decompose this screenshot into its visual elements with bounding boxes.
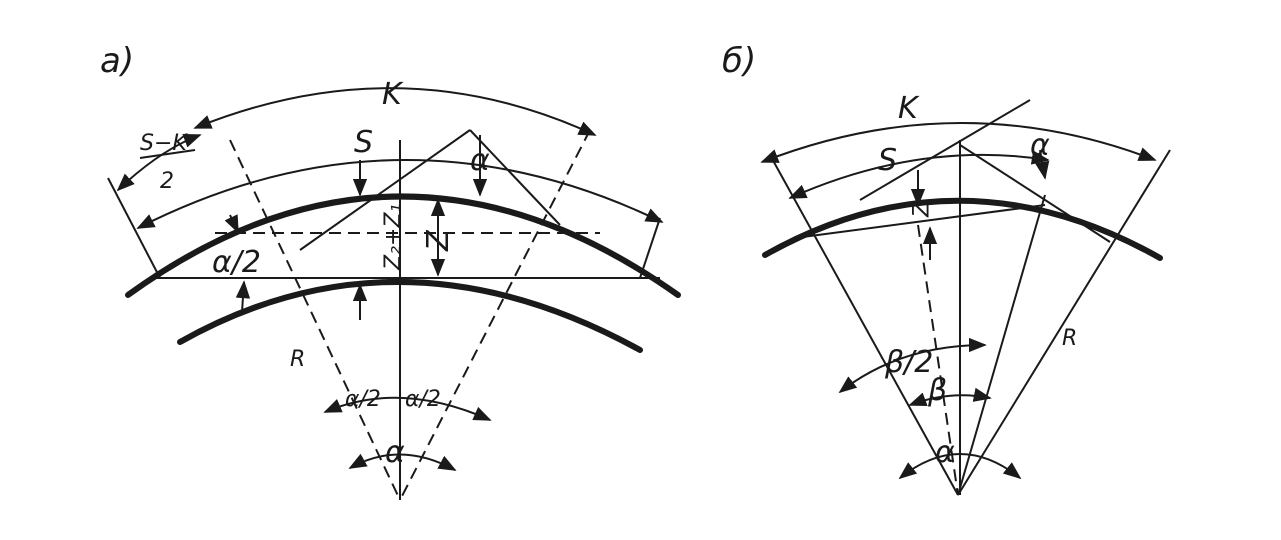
angle-arc-half-a: [323, 396, 492, 421]
angle-arc-beta-b: [908, 387, 992, 407]
radius-left-b: [769, 154, 959, 496]
dim-arc-K-b: [760, 122, 1157, 163]
dim-arc-S-b: [788, 150, 1050, 199]
label-S-a: S: [354, 125, 373, 160]
label-K-b: K: [898, 91, 920, 126]
label-beta-b: β: [927, 373, 947, 408]
label-R-b: R: [1062, 326, 1077, 351]
label-two-a: 2: [160, 169, 174, 194]
label-alpha-half-bl-a: α/2: [345, 387, 381, 412]
chord-line-b: [794, 204, 1046, 239]
radius-left-a: [229, 139, 401, 501]
dim-arc-K-a: [193, 87, 597, 136]
label-alpha-bottom-a: α: [385, 435, 405, 470]
label-alpha-top-b: α: [1030, 128, 1050, 163]
radius-right-b: [957, 149, 1171, 496]
label-alpha-a: α: [470, 143, 490, 178]
label-alpha-bottom-b: α: [935, 435, 955, 470]
label-R-a: R: [290, 347, 305, 372]
angle-arc-alpha-a: [348, 453, 457, 471]
angle-arc-beta-half-b: [838, 337, 987, 394]
fraction-bar-a: [139, 149, 196, 159]
ext-line-left-a: [107, 177, 161, 279]
outer-rail-curve-a: [125, 193, 681, 298]
panel-b-caption: б): [722, 41, 756, 81]
label-K-a: K: [382, 77, 404, 112]
radius-mid-b: [957, 194, 1046, 496]
inner-rail-curve-a: [177, 278, 643, 353]
panel-b: б) K S α Z R β/2 β α: [722, 41, 1171, 496]
label-Z-b: Z: [906, 201, 931, 218]
label-beta-half-b: β/2: [884, 345, 933, 380]
dim-arc-S-a: [136, 159, 664, 229]
ext-line-right-a: [639, 217, 661, 279]
alpha-arrow-b: [1035, 149, 1050, 180]
label-alpha-half-left-a: α/2: [212, 245, 261, 280]
label-zsum-a: Z₂+Z₁: [381, 204, 406, 271]
alpha-half-arrow-a-2: [235, 280, 251, 313]
radius-right-a: [399, 129, 591, 501]
alpha-half-arrow-a: [224, 214, 239, 234]
tangent-line-a: [299, 129, 471, 251]
panel-a-caption: a): [100, 41, 134, 81]
label-alpha-half-br-a: α/2: [405, 387, 441, 412]
rail-curve-b: [762, 197, 1163, 261]
label-S-b: S: [878, 143, 897, 178]
angle-arc-alpha-b: [898, 453, 1022, 480]
dim-arc-SK-a: [116, 133, 202, 192]
panel-a: a) K S S−K: [100, 41, 681, 501]
label-Z-a: Z: [421, 229, 456, 252]
